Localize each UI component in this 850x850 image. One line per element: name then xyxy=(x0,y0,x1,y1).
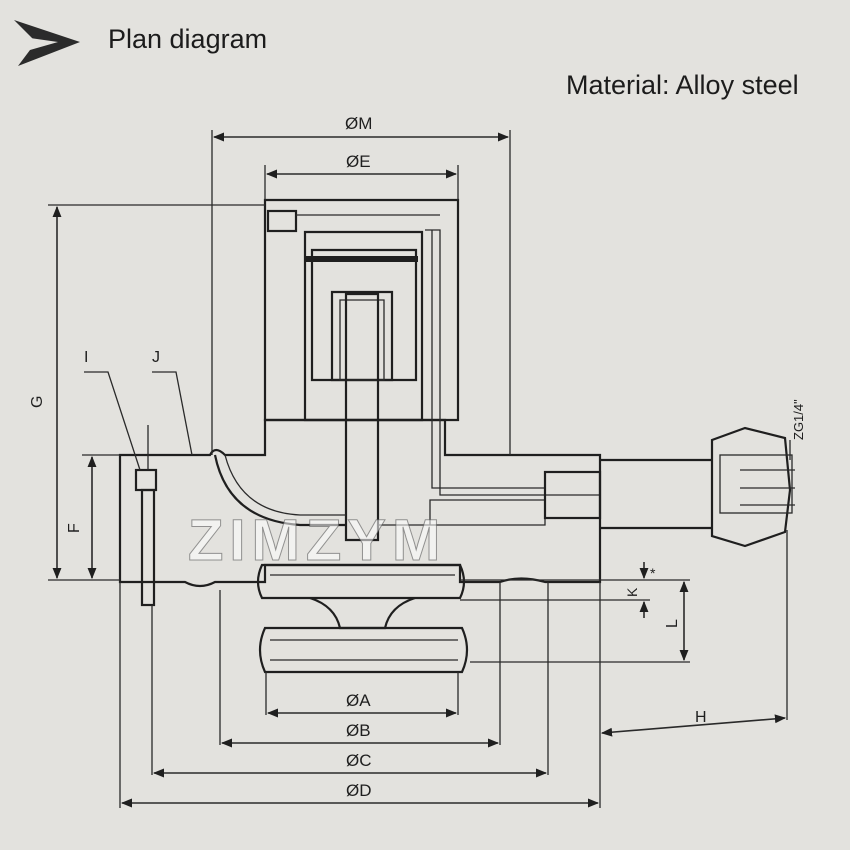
dim-label-f: F xyxy=(66,523,83,533)
dim-label-d: ØD xyxy=(346,781,372,800)
material-label: Material: Alloy steel xyxy=(566,70,799,100)
dim-label-m: ØM xyxy=(345,114,372,133)
dim-label-e: ØE xyxy=(346,152,371,171)
dim-label-h: H xyxy=(695,709,707,726)
watermark-text: ZIMZYM xyxy=(188,508,446,573)
dim-label-star: * xyxy=(650,565,656,581)
valve-body xyxy=(118,198,602,588)
dim-label-g: G xyxy=(29,396,46,408)
disc-assembly xyxy=(256,563,469,674)
dim-label-k: K xyxy=(624,587,640,597)
page-title: Plan diagram xyxy=(108,24,268,54)
thread-label: ZG1/4" xyxy=(791,399,806,440)
dim-label-b: ØB xyxy=(346,721,371,740)
dim-label-l: L xyxy=(664,619,681,628)
dim-label-a: ØA xyxy=(346,691,371,710)
outlet-fitting xyxy=(543,426,795,548)
callout-label-i: I xyxy=(84,349,88,366)
dim-label-c: ØC xyxy=(346,751,372,770)
flange-bolt xyxy=(134,425,158,607)
pointer-arrow-icon xyxy=(14,20,80,66)
callout-label-j: J xyxy=(152,349,160,366)
